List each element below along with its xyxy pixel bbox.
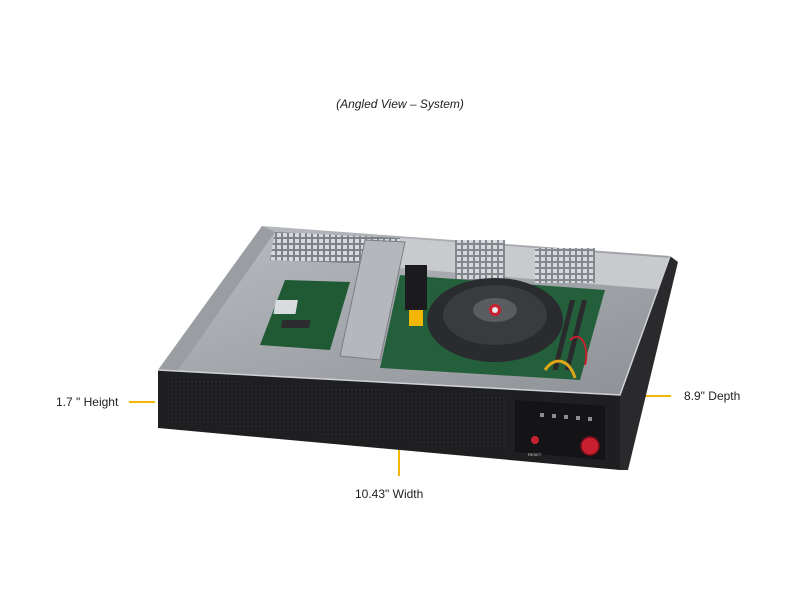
motherboard-left [260,280,350,350]
internal-cable [543,359,577,379]
width-leader-line [398,448,400,476]
view-caption: (Angled View – System) [336,97,464,111]
memory-slot [552,300,576,370]
memory-slot [564,300,588,370]
width-dimension-label: 10.43" Width [355,487,424,501]
height-dimension-label: 1.7 " Height [56,395,119,409]
power-button [580,436,600,456]
chassis-right-side [620,256,678,470]
depth-dimension-label: 8.9" Depth [684,389,741,403]
heatsink [405,265,427,310]
front-vent [170,378,505,450]
reset-label: RESET [528,452,542,457]
chassis-left-wall [158,226,275,370]
height-leader-line [129,401,155,403]
server-chassis-photo: RESET [157,226,678,470]
reset-button [531,436,539,444]
drive-bracket [339,239,406,361]
depth-leader-line [641,395,671,397]
